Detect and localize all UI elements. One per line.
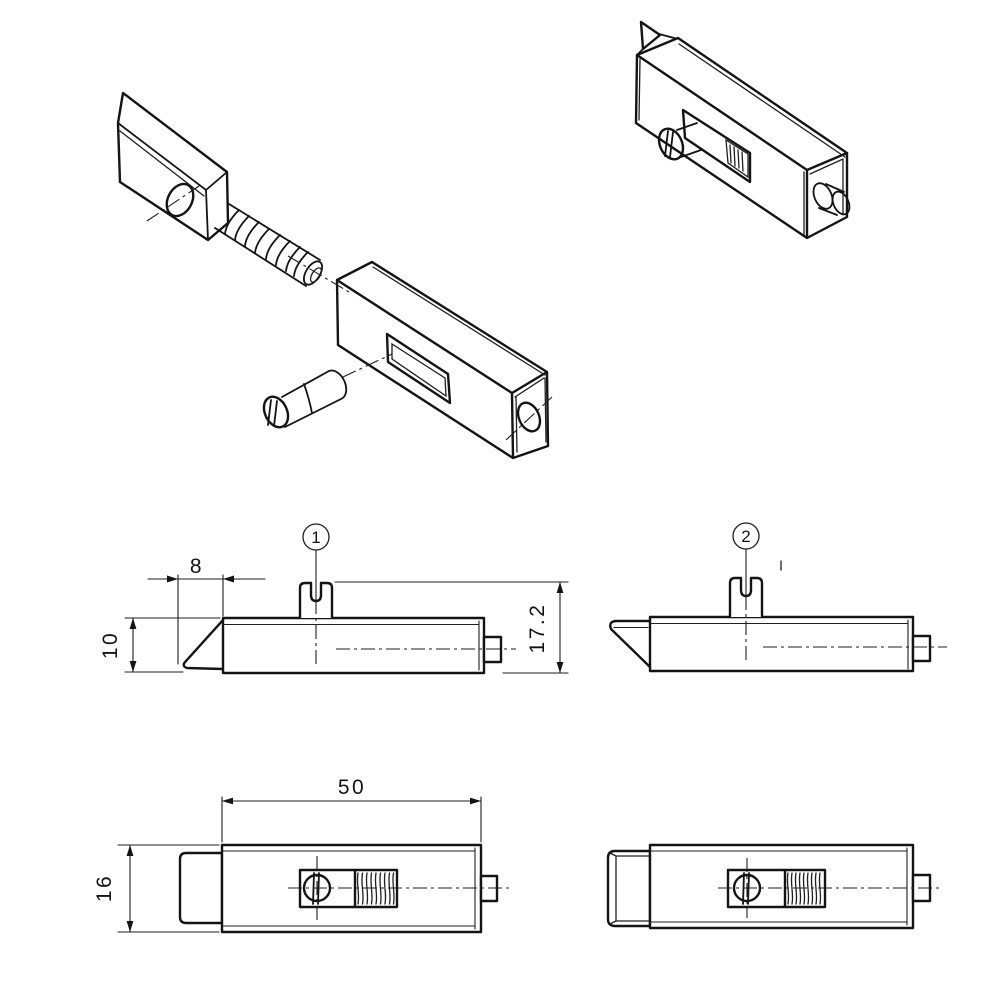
- t2-centerlines: [718, 858, 943, 918]
- v1-balloon-label: 1: [311, 528, 320, 547]
- t1-wedge-block: [178, 851, 224, 925]
- v2-body: [648, 615, 915, 673]
- stud-threads: [224, 209, 309, 277]
- t1-dim-length: 50: [338, 776, 366, 799]
- assembled-screw-head: [657, 127, 685, 161]
- assembled-blade-tip: [639, 20, 662, 51]
- pin-body: [281, 369, 348, 428]
- v2-balloon-label: 2: [741, 527, 750, 546]
- assembled-thread-patch: [725, 138, 749, 179]
- housing-faces: [335, 260, 550, 460]
- assembled-body-faces: [634, 36, 849, 240]
- t1-extension-lines: [117, 796, 482, 933]
- assembled-pin-base: [812, 182, 834, 210]
- v1-body: [221, 616, 486, 675]
- v2-balloon-circle: [732, 522, 760, 550]
- t2-inner-edges: [649, 847, 908, 926]
- wedge-block-edges: [117, 122, 228, 241]
- housing-slot-outer: [385, 332, 452, 405]
- v2-wedge: [609, 619, 652, 669]
- top-view-variant-2: [606, 843, 943, 930]
- t2-wedge-block: [606, 849, 652, 928]
- housing-chamfer-lines: [372, 266, 547, 453]
- stud-tip-chamfer: [309, 267, 323, 283]
- v1-dim-wedge-offset: 8: [190, 555, 204, 578]
- pin-slot: [267, 399, 278, 427]
- v1-balloon-circle: [302, 523, 330, 551]
- t2-slot: [726, 868, 827, 909]
- t2-housing: [648, 843, 915, 930]
- side-view-variant-2: 2: [609, 522, 947, 673]
- t1-dimension-lines: [129, 800, 482, 933]
- t1-dim-width: 16: [93, 874, 116, 902]
- stud-outline: [214, 203, 321, 287]
- v1-wedge: [182, 618, 225, 671]
- assembled-slot: [681, 108, 752, 184]
- housing-end-hole: [516, 401, 542, 433]
- assembled-screw-detail: [664, 122, 702, 158]
- side-view-variant-1: 1 8 10 17.2: [99, 523, 569, 675]
- t1-thread-hatch: [356, 872, 395, 905]
- assembled-isometric-view: [634, 20, 851, 240]
- exploded-centerlines: [146, 185, 553, 441]
- v1-centerlines: [315, 600, 516, 667]
- v1-dim-overall-height: 17.2: [526, 603, 549, 654]
- wedge-block-hole: [165, 182, 195, 218]
- t1-centerlines: [288, 856, 509, 924]
- assembled-pin-cap: [831, 190, 851, 216]
- assembled-pin-sides: [818, 183, 845, 216]
- exploded-isometric-view: [116, 91, 553, 460]
- t1-slot: [298, 868, 399, 909]
- v2-end-pin: [911, 634, 932, 663]
- assembled-chamfer-lines: [638, 43, 846, 236]
- v1-inner-edges: [222, 620, 480, 671]
- v1-dim-body-height: 10: [99, 631, 122, 659]
- t2-thread-hatch: [786, 872, 822, 905]
- v2-inner-edges: [649, 619, 909, 670]
- v2-centerlines: [745, 596, 947, 662]
- wedge-block-outline: [116, 91, 230, 242]
- top-view-variant-1: 50 16: [93, 776, 509, 934]
- t2-wedge-chamfer-lines: [609, 852, 651, 925]
- v1-extension-lines: [124, 574, 569, 674]
- pin-face: [262, 395, 290, 429]
